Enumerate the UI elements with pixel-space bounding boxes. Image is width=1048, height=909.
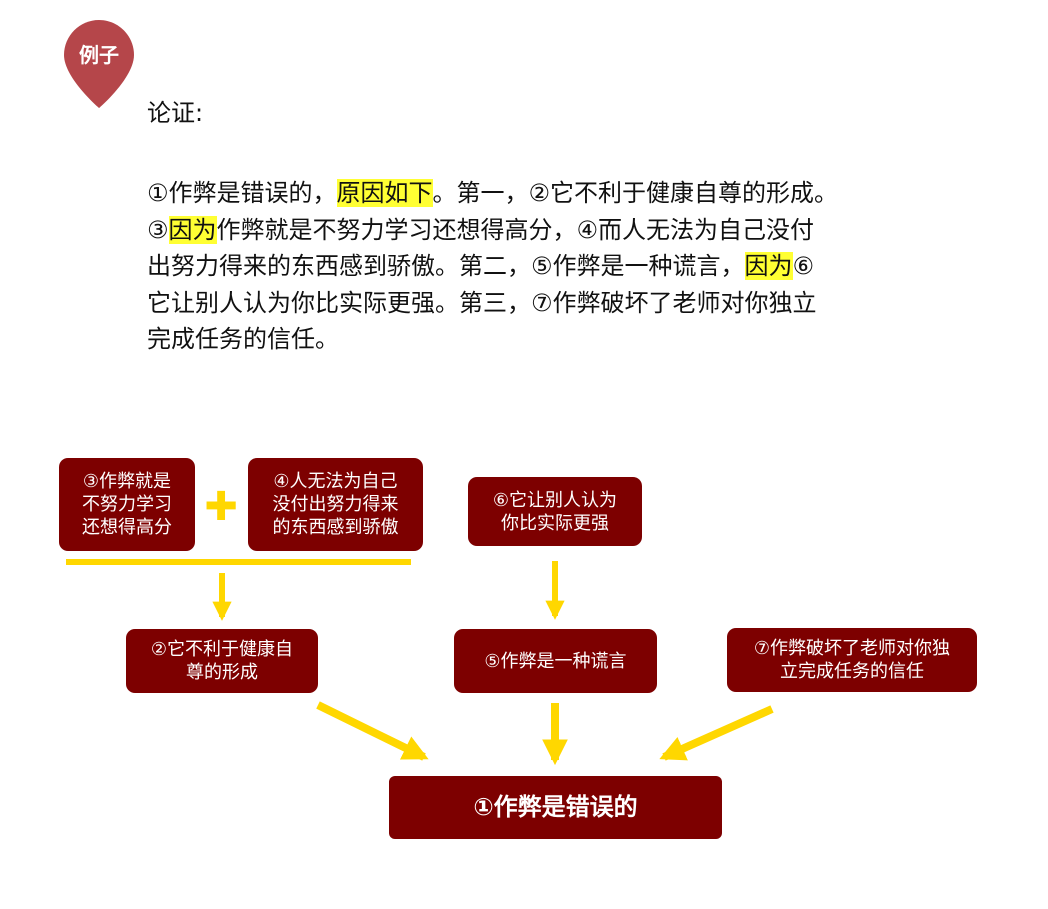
plus-icon: ✚ [204, 484, 238, 530]
highlighted-keyword: 因为 [168, 215, 217, 244]
highlighted-keyword: 因为 [744, 252, 793, 280]
arrow-2-to-1 [316, 701, 429, 761]
node-3: ③作弊就是 不努力学习 还想得高分 [59, 458, 195, 551]
node-6: ⑥它让别人认为 你比实际更强 [468, 477, 642, 546]
passage-text: 作弊就是不努力学习还想得高分，④而人无法为自己没付 [216, 215, 815, 244]
example-badge: 例子 [64, 20, 134, 108]
passage-text: 完成任务的信任。 [147, 325, 339, 353]
node-2: ②它不利于健康自 尊的形成 [126, 629, 318, 693]
badge-label: 例子 [79, 43, 119, 67]
passage-text: ⑥ [792, 252, 815, 280]
argument-passage: ①作弊是错误的，原因如下。第一，②它不利于健康自尊的形成。③因为作弊就是不努力学… [147, 175, 927, 358]
node-4: ④人无法为自己 没付出努力得来 的东西感到骄傲 [248, 458, 423, 551]
section-heading: 论证: [147, 99, 204, 127]
passage-text: 出努力得来的东西感到骄傲。第二，⑤作弊是一种谎言， [147, 252, 745, 280]
node-5: ⑤作弊是一种谎言 [454, 629, 657, 693]
passage-text: 它让别人认为你比实际更强。第三，⑦作弊破坏了老师对你独立 [147, 288, 817, 317]
highlighted-keyword: 原因如下 [336, 179, 433, 207]
node-7: ⑦作弊破坏了老师对你独 立完成任务的信任 [727, 628, 977, 692]
passage-text: ③ [147, 215, 169, 244]
arrow-7-to-1 [659, 705, 774, 761]
passage-text: 。第一，②它不利于健康自尊的形成。 [432, 179, 839, 207]
passage-text: ①作弊是错误的， [147, 179, 337, 207]
map-pin-icon [64, 20, 134, 108]
node-1-conclusion: ①作弊是错误的 [389, 776, 722, 839]
